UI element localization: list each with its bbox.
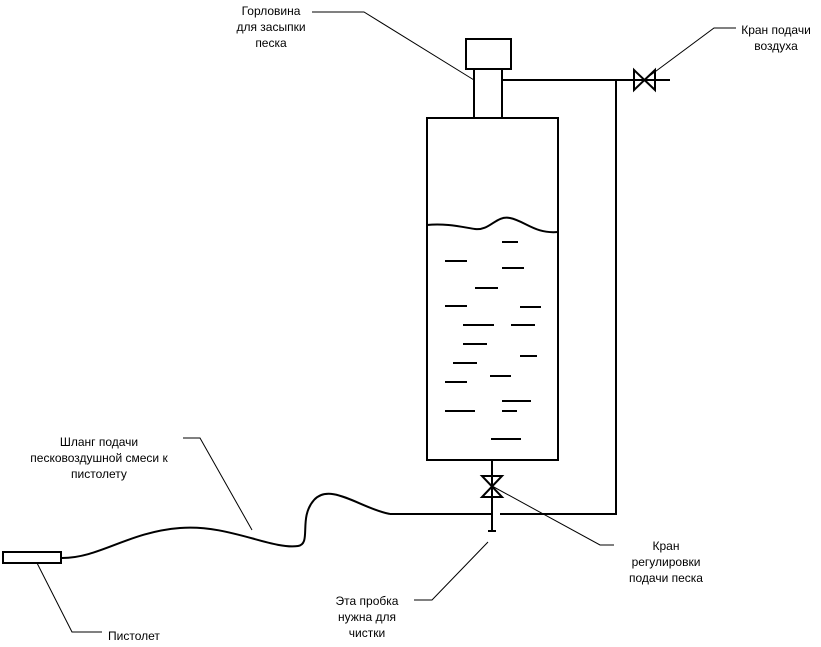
filler-neck bbox=[473, 68, 503, 119]
label-cleaning-plug: Эта пробка нужна для чистки bbox=[322, 593, 412, 641]
label-line: воздуха bbox=[754, 39, 798, 53]
filler-cap bbox=[465, 38, 512, 70]
label-line: подачи песка bbox=[629, 571, 703, 585]
label-hose: Шланг подачи песковоздушной смеси к пист… bbox=[24, 434, 174, 482]
leader-sand-valve bbox=[491, 485, 614, 546]
label-air-valve: Кран подачи воздуха bbox=[734, 22, 818, 54]
label-line: для засыпки bbox=[236, 20, 306, 34]
sand-valve-icon[interactable] bbox=[479, 475, 505, 498]
sand-particles bbox=[445, 241, 541, 440]
leader-neck bbox=[312, 11, 475, 81]
leader-air-valve bbox=[643, 27, 736, 81]
leader-plug bbox=[414, 541, 489, 601]
label-line: Пистолет bbox=[108, 629, 160, 643]
label-line: Горловина bbox=[241, 4, 301, 18]
label-gun: Пистолет bbox=[108, 628, 160, 644]
label-line: регулировки bbox=[631, 555, 701, 569]
label-line: Шланг подачи bbox=[59, 435, 139, 449]
label-filler-neck: Горловина для засыпки песка bbox=[228, 3, 314, 51]
air-line bbox=[500, 79, 617, 515]
label-line: чистки bbox=[348, 626, 386, 640]
label-line: Эта пробка bbox=[335, 594, 399, 608]
hose-line bbox=[61, 492, 391, 559]
label-line: песка bbox=[255, 36, 287, 50]
leader-hose bbox=[183, 437, 253, 531]
label-line: Кран подачи bbox=[741, 23, 811, 37]
label-line: нужна для bbox=[338, 610, 396, 624]
leader-gun bbox=[36, 562, 102, 633]
label-line: песковоздушной смеси к bbox=[30, 451, 168, 465]
label-line: Кран bbox=[652, 539, 680, 553]
gun-body bbox=[2, 551, 62, 564]
label-sand-valve: Кран регулировки подачи песка bbox=[616, 538, 716, 586]
air-valve-icon[interactable] bbox=[633, 67, 656, 93]
sand-surface-line bbox=[426, 216, 559, 234]
label-line: пистолету bbox=[71, 467, 127, 481]
